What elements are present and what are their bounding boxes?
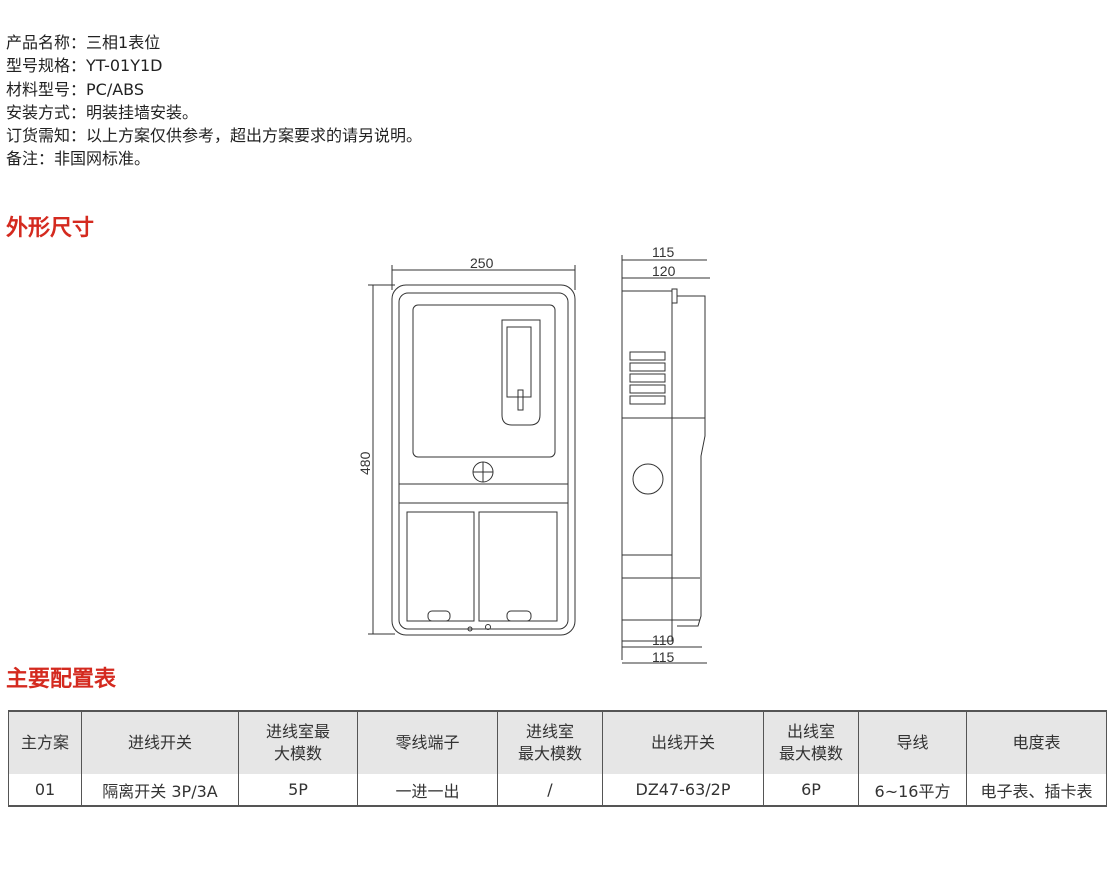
col-header: 主方案 — [8, 710, 82, 774]
col-header: 出线室 最大模数 — [763, 710, 859, 774]
col-header: 出线开关 — [602, 710, 764, 774]
spec-install: 安装方式：明装挂墙安装。 — [6, 102, 199, 122]
col-header: 进线开关 — [81, 710, 239, 774]
section-title-config: 主要配置表 — [6, 667, 117, 692]
spec-model: 型号规格：YT-01Y1D — [6, 56, 163, 76]
cell: 电子表、插卡表 — [966, 774, 1107, 807]
col-header: 导线 — [858, 710, 967, 774]
section-title-dimensions: 外形尺寸 — [6, 216, 95, 241]
table-row: 01 隔离开关 3P/3A 5P 一进一出 / DZ47-63/2P 6P 6~… — [8, 774, 1107, 807]
cell: 5P — [238, 774, 358, 807]
dim-height: 480 — [357, 451, 373, 475]
cell: DZ47-63/2P — [602, 774, 764, 807]
cell: 一进一出 — [357, 774, 498, 807]
table-header-row: 主方案 进线开关 进线室最 大模数 零线端子 进线室 最大模数 出线开关 出线室… — [8, 710, 1107, 774]
spec-remark: 备注：非国网标准。 — [6, 149, 151, 169]
cell: / — [497, 774, 603, 807]
dim-width: 250 — [470, 255, 494, 271]
spec-material: 材料型号：PC/ABS — [6, 79, 145, 99]
cell: 01 — [8, 774, 82, 807]
dim-side-top-2: 120 — [652, 263, 676, 279]
dimension-drawing: 250 480 115 120 110 115 — [357, 244, 710, 665]
dim-side-bottom-1: 110 — [652, 632, 675, 648]
cell: 6P — [763, 774, 859, 807]
config-table: 主方案 进线开关 进线室最 大模数 零线端子 进线室 最大模数 出线开关 出线室… — [8, 710, 1107, 807]
col-header: 零线端子 — [357, 710, 498, 774]
cell: 6~16平方 — [858, 774, 967, 807]
col-header: 进线室最 大模数 — [238, 710, 358, 774]
dim-side-top-1: 115 — [652, 244, 675, 260]
spec-order-note: 订货需知：以上方案仅供参考，超出方案要求的请另说明。 — [6, 126, 423, 146]
spec-name: 产品名称：三相1表位 — [6, 33, 161, 52]
product-specs: 产品名称：三相1表位 型号规格：YT-01Y1D 材料型号：PC/ABS 安装方… — [6, 31, 422, 171]
col-header: 电度表 — [966, 710, 1107, 774]
dim-side-bottom-2: 115 — [652, 649, 675, 665]
col-header: 进线室 最大模数 — [497, 710, 603, 774]
cell: 隔离开关 3P/3A — [81, 774, 239, 807]
